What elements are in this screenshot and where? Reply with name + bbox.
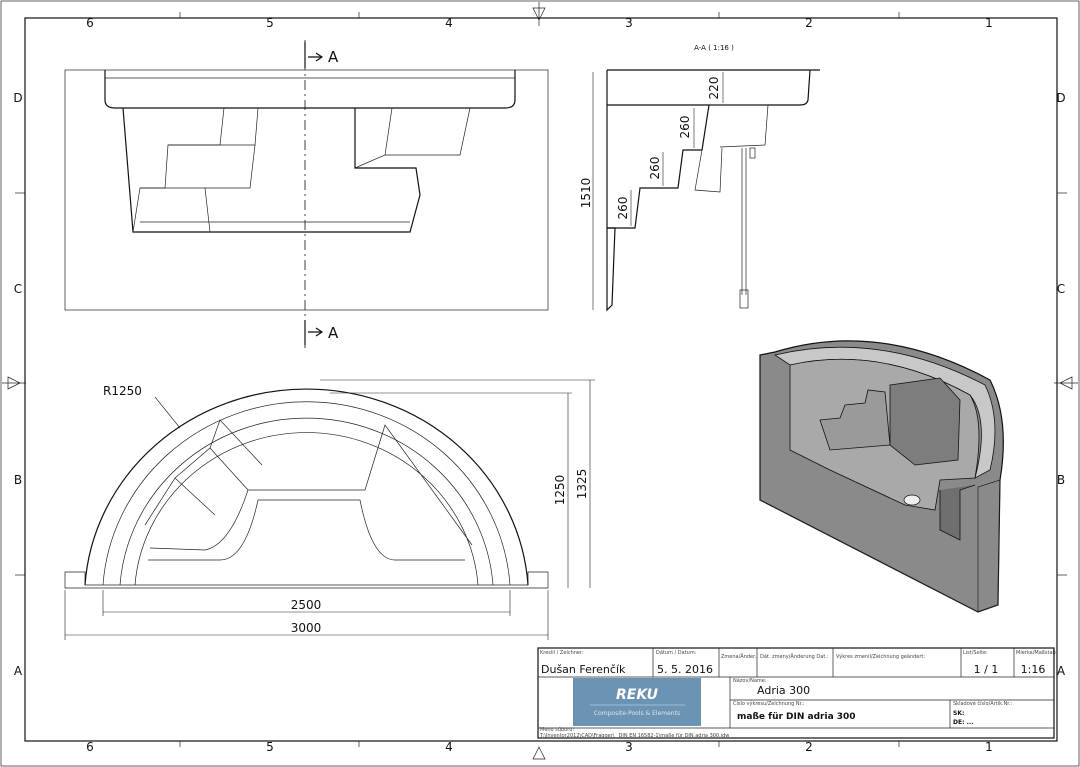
dim-3000: 3000: [291, 621, 322, 635]
zone-col-4: 4: [445, 16, 453, 30]
zone-col-2: 2: [805, 16, 813, 30]
dim-260-bottom: 260: [616, 197, 630, 220]
scale-label: Mierka/Maßstab: [1016, 650, 1056, 656]
date-label: Dátum / Datum:: [656, 649, 697, 656]
zone-col-6-bottom: 6: [86, 740, 94, 754]
file-path: T:\Inventor2012\CAD\Fragger\_ DIN EN 165…: [539, 733, 729, 739]
section-view: A-A ( 1:16 ) 1510 220 260 260 260: [579, 44, 820, 312]
scale: 1:16: [1021, 663, 1046, 676]
zone-row-a: A: [14, 664, 23, 678]
dim-2500: 2500: [291, 598, 322, 612]
zone-labels: 6 5 4 3 2 1 6 5 4 3 2 1 D C B A D C B A: [13, 16, 1066, 754]
isometric-view: [759, 340, 1004, 613]
section-marker-top: A: [328, 48, 339, 66]
drawing-no: maße für DIN adria 300: [737, 712, 856, 722]
zone-col-1: 1: [985, 16, 993, 30]
drawn-by-label: Kreslil / Zeichner:: [540, 650, 584, 656]
drawing-no-label: Číslo výkresu/Zeichnung Nr.:: [733, 700, 805, 707]
article-label: Skladové číslo/Artik.Nr.:: [953, 700, 1012, 707]
zone-col-5: 5: [266, 16, 274, 30]
logo-tagline: Composite-Pools & Elements: [594, 710, 680, 717]
zone-row-d-right: D: [1056, 91, 1065, 105]
zone-col-5-bottom: 5: [266, 740, 274, 754]
front-view: A A: [64, 40, 549, 348]
dim-r1250: R1250: [103, 384, 142, 398]
dim-1510: 1510: [579, 178, 593, 209]
drawn-by: Dušan Ferenčík: [541, 663, 626, 676]
zone-row-b: B: [14, 473, 22, 487]
change-label: Zmena/Änder.:: [721, 653, 758, 660]
sheet: 1 / 1: [974, 663, 999, 676]
de-code: DE: ...: [953, 719, 973, 726]
section-view-title: A-A ( 1:16 ): [694, 44, 734, 52]
name-label: Názov/Name:: [733, 677, 767, 684]
zone-col-6: 6: [86, 16, 94, 30]
sk-code: SK:: [953, 710, 964, 717]
dim-220: 220: [707, 77, 721, 100]
zone-row-b-right: B: [1057, 473, 1065, 487]
zone-col-3-bottom: 3: [625, 740, 633, 754]
sheet-label: List/Seite:: [963, 650, 988, 656]
dim-1250: 1250: [553, 475, 567, 506]
change-date-label: Dát. zmeny/Änderung Dat.:: [760, 653, 829, 660]
zone-col-4-bottom: 4: [445, 740, 453, 754]
zone-row-c-right: C: [1057, 282, 1065, 296]
plan-view: R1250 2500 3000 1250 1325: [64, 379, 595, 640]
section-marker-bottom: A: [328, 324, 339, 342]
dim-1325: 1325: [575, 469, 589, 500]
changed-by-label: Výkres zmenil/Zeichnung geändert:: [836, 653, 925, 660]
logo-name: REKU: [616, 687, 659, 703]
drawing-name: Adria 300: [757, 684, 810, 697]
date: 5. 5. 2016: [657, 663, 713, 676]
dim-260-mid: 260: [648, 157, 662, 180]
reku-logo: [573, 678, 701, 726]
zone-row-d: D: [13, 91, 22, 105]
zone-col-1-bottom: 1: [985, 740, 993, 754]
dim-260-top: 260: [678, 116, 692, 139]
zone-col-2-bottom: 2: [805, 740, 813, 754]
zone-row-a-right: A: [1057, 664, 1066, 678]
zone-row-c: C: [14, 282, 22, 296]
file-label: Meno súboru:: [540, 726, 574, 733]
title-block: Kreslil / Zeichner: Dušan Ferenčík Dátum…: [537, 647, 1056, 739]
zone-col-3: 3: [625, 16, 633, 30]
